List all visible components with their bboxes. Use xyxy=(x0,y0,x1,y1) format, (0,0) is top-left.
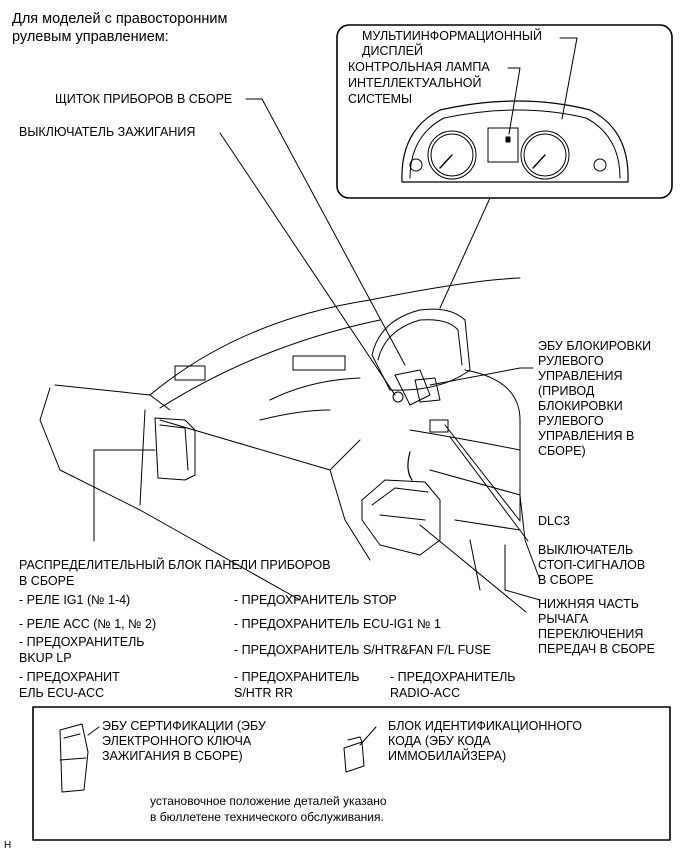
fuse-stop-item: - ПРЕДОХРАНИТЕЛЬ STOP xyxy=(234,593,397,607)
install-note-line-1: установочное положение деталей указано xyxy=(150,794,387,808)
junction-block-label-2: В СБОРЕ xyxy=(19,574,75,588)
dlc3-label: DLC3 xyxy=(538,514,570,528)
fuse-ecuacc-item-2: ЕЛЬ ECU-ACC xyxy=(19,686,105,700)
install-note-line-2: в бюллетене технического обслуживания. xyxy=(150,810,384,824)
fuse-radio-item: - ПРЕДОХРАНИТЕЛЬ xyxy=(390,670,516,684)
dashboard-drawing xyxy=(39,277,541,601)
immobilizer-label: БЛОК ИДЕНТИФИКАЦИОННОГО КОДА (ЭБУ КОДА И… xyxy=(388,719,582,763)
fuse-shtr-rr-item-2: S/HTR RR xyxy=(234,686,294,700)
header-line-2: рулевым управлением: xyxy=(12,29,169,45)
fuse-ecuig1-item: - ПРЕДОХРАНИТЕЛЬ ECU-IG1 № 1 xyxy=(234,617,441,631)
indicator-lamp-label-3: СИСТЕМЫ xyxy=(348,92,413,106)
immobilizer-drawing xyxy=(343,726,377,773)
fuse-bkup-item-2: BKUP LP xyxy=(19,651,72,665)
fuse-shtr-fan-item: - ПРЕДОХРАНИТЕЛЬ S/HTR&FAN F/L FUSE xyxy=(234,643,491,657)
header-line-1: Для моделей с правосторонним xyxy=(12,11,228,27)
inset-cluster-drawing xyxy=(401,100,629,183)
junction-block-label: РАСПРЕДЕЛИТЕЛЬНЫЙ БЛОК ПАНЕЛИ ПРИБОРОВ xyxy=(19,558,331,572)
cert-ecu-drawing xyxy=(59,723,100,793)
footer-mark: H xyxy=(4,840,12,851)
relay-acc-item: - РЕЛЕ ACC (№ 1, № 2) xyxy=(19,617,157,631)
steering-lock-label: ЭБУ БЛОКИРОВКИ РУЛЕВОГО УПРАВЛЕНИЯ (ПРИВ… xyxy=(538,339,652,458)
stop-switch-label: ВЫКЛЮЧАТЕЛЬ СТОП-СИГНАЛОВ В СБОРЕ xyxy=(538,543,646,587)
multi-display-label: МУЛЬТИИНФОРМАЦИОННЫЙ xyxy=(362,29,542,43)
fuse-shtr-rr-item: - ПРЕДОХРАНИТЕЛЬ xyxy=(234,670,360,684)
relay-ig1-item: - РЕЛЕ IG1 (№ 1-4) xyxy=(19,593,131,607)
cert-ecu-label: ЭБУ СЕРТИФИКАЦИИ (ЭБУ ЭЛЕКТРОННОГО КЛЮЧА… xyxy=(102,719,266,763)
cluster-label: ЩИТОК ПРИБОРОВ В СБОРЕ xyxy=(55,92,233,106)
bottom-box-frame xyxy=(32,706,671,841)
ignition-switch-label: ВЫКЛЮЧАТЕЛЬ ЗАЖИГАНИЯ xyxy=(19,125,196,139)
inset-frame xyxy=(336,24,673,199)
multi-display-label-2: ДИСПЛЕЙ xyxy=(362,44,423,58)
fuse-bkup-item: - ПРЕДОХРАНИТЕЛЬ xyxy=(19,635,145,649)
indicator-lamp-label-2: ИНТЕЛЛЕКТУАЛЬНОЙ xyxy=(348,76,482,90)
shift-lever-label: НИЖНЯЯ ЧАСТЬ РЫЧАГА ПЕРЕКЛЮЧЕНИЯ ПЕРЕДАЧ… xyxy=(538,597,655,656)
fuse-radio-item-2: RADIO-ACC xyxy=(390,686,461,700)
fuse-ecuacc-item: - ПРЕДОХРАНИТ xyxy=(19,670,120,684)
indicator-lamp-label: КОНТРОЛЬНАЯ ЛАМПА xyxy=(348,60,490,74)
